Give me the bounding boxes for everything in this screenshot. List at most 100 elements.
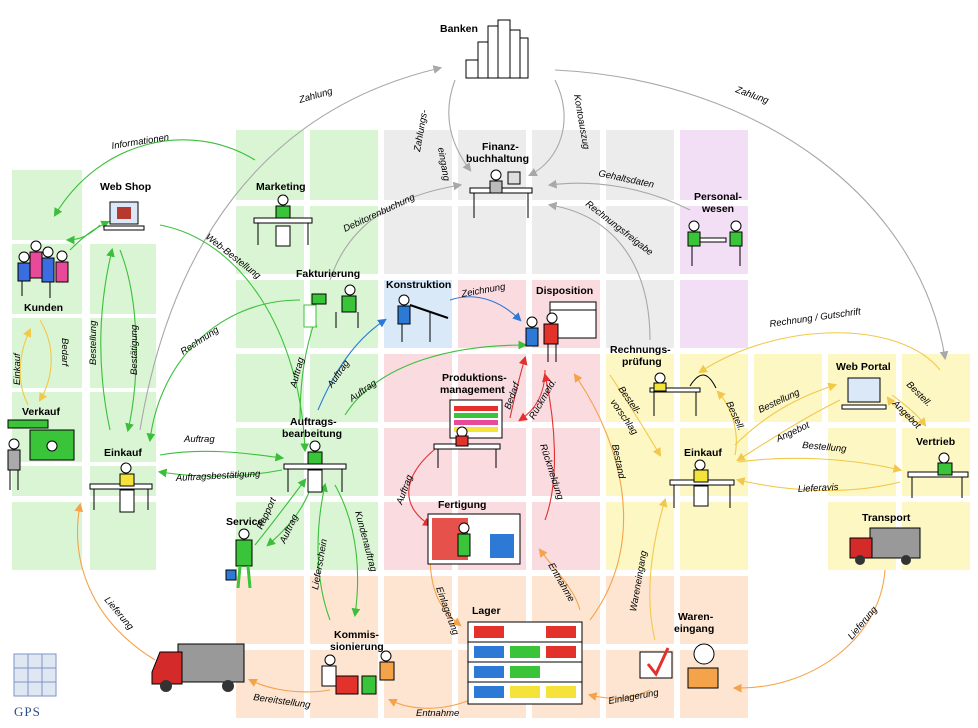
label-zahlung-right: Zahlung: [733, 84, 771, 107]
arrow-zahlung-right: [554, 69, 949, 361]
arrow-zahlungseingang: [448, 79, 472, 172]
picking-cart-icon: [321, 650, 395, 695]
web-shop-monitor-icon: [103, 201, 145, 231]
label-konstruktion: Konstruktion: [386, 279, 451, 291]
arrow-kundenauftrag: [334, 484, 361, 618]
label-bedarf-left: Bedarf: [59, 338, 70, 367]
arrow-wareneingang: [649, 497, 668, 641]
gps-logo-icon: [13, 653, 57, 697]
arrow-kunden-einkauf: [38, 319, 52, 402]
label-produktion-1: Produktions-: [442, 372, 507, 384]
label-lieferung-left: Lieferung: [102, 595, 136, 633]
disposition-calendar-icon: [525, 301, 597, 362]
label-einkauf-right: Einkauf: [684, 447, 722, 459]
invoice-check-desk-icon: [649, 372, 717, 416]
arrow-bestell-right: [716, 390, 737, 456]
hr-meeting-icon: [687, 220, 743, 266]
label-web-shop: Web Shop: [100, 181, 151, 193]
purchasing-desk-icon: [89, 462, 153, 513]
arrow-bedarf-mid: [509, 355, 528, 419]
arrow-rechnungsfreigabe: [547, 201, 651, 341]
label-rechnungs-2: prüfung: [622, 356, 662, 368]
label-kommis-2: sionierung: [330, 641, 384, 653]
label-auftrags-1: Auftrags-: [290, 416, 337, 428]
arrow-bestellung-left: [100, 247, 115, 431]
label-produktion-2: management: [440, 384, 505, 396]
node-labels: Banken Finanz- buchhaltung Web Shop Mark…: [22, 23, 955, 653]
label-personal-1: Personal-: [694, 191, 742, 203]
arrow-auftrag-fak: [299, 317, 318, 421]
goods-receipt-icon: [639, 643, 719, 689]
arrow-gehaltsdaten: [547, 179, 691, 211]
icons: GPS: [7, 19, 969, 719]
bank-building-icon: [465, 19, 529, 79]
manufacturing-machine-icon: [427, 513, 521, 565]
label-lieferavis: Lieferavis: [798, 482, 839, 495]
production-mgmt-screen-icon: [433, 399, 503, 468]
label-disposition: Disposition: [536, 285, 593, 297]
arrow-zeichnung: [449, 296, 522, 322]
label-bestellung-left: Bestellung: [88, 320, 99, 365]
arrow-entnahme-fert: [538, 548, 581, 611]
customers-group-icon: [17, 240, 69, 298]
arrow-zahlung-left: [139, 65, 443, 431]
label-einkauf: Einkauf: [12, 352, 23, 385]
invoicing-desk-icon: [303, 284, 359, 328]
label-service: Service: [226, 516, 264, 528]
arrow-lieferung-left: [74, 502, 156, 661]
delivery-truck-icon: [151, 643, 245, 692]
service-technician-icon: [225, 528, 253, 589]
arrow-angebot-portal: [736, 399, 841, 462]
arrow-debitorenbuchung: [329, 181, 463, 281]
web-portal-monitor-icon: [841, 377, 887, 410]
design-drafting-board-icon: [397, 294, 449, 342]
arrow-auftrag-ein: [159, 450, 285, 462]
arrow-auftrag-disp: [344, 340, 528, 416]
label-zahlung-left: Zahlung: [297, 86, 335, 107]
arrow-entnahme-bottom: [388, 699, 471, 709]
arrow-auftragsbestaetigung: [157, 468, 283, 478]
sales-counter-icon: [7, 419, 75, 490]
purchasing-desk-right-icon: [669, 459, 735, 508]
label-bestaetigung: Bestätigung: [129, 324, 140, 375]
label-waren-2: eingang: [674, 623, 714, 635]
label-fakturierung: Fakturierung: [296, 268, 360, 280]
arrow-angebot-vert: [886, 396, 921, 426]
label-marketing: Marketing: [256, 181, 306, 193]
sales-desk-icon: [907, 452, 969, 498]
label-entnahme-bottom: Entnahme: [416, 708, 459, 719]
arrow-bereitstellung: [248, 679, 331, 693]
label-personal-2: wesen: [701, 203, 734, 215]
label-auftragsbestaetigung: Auftragsbestätigung: [175, 469, 262, 484]
gps-logo-text: GPS: [14, 704, 41, 719]
label-banken: Banken: [440, 23, 478, 35]
arrow-rechnung: [146, 299, 301, 443]
label-web-portal: Web Portal: [836, 361, 891, 373]
arrow-bestellung-portal: [734, 382, 838, 446]
label-vertrieb: Vertrieb: [916, 436, 955, 448]
label-waren-1: Waren-: [678, 611, 714, 623]
label-rechnung: Rechnung: [179, 324, 222, 357]
label-fertigung: Fertigung: [438, 499, 486, 511]
arrow-verkauf-bedarf: [19, 328, 31, 406]
arrow-rechnung-gutschrift: [698, 332, 941, 374]
arrow-auftrag-serv: [266, 489, 311, 547]
arrow-bestellung-vertrieb: [737, 457, 903, 473]
arrow-lieferavis: [735, 477, 901, 492]
label-lieferung-right: Lieferung: [846, 604, 880, 642]
arrow-rueckmeldung: [542, 372, 556, 521]
label-finanz-1: Finanz-: [482, 141, 519, 153]
order-processing-desk-icon: [283, 440, 347, 493]
label-rechnungs-1: Rechnungs-: [610, 344, 671, 356]
arrows: [19, 65, 949, 709]
warehouse-shelves-icon: [467, 621, 583, 705]
label-informationen: Informationen: [111, 132, 170, 152]
arrow-auftrag-kon: [317, 318, 387, 411]
label-bestellung-vertrieb: Bestellung: [802, 440, 848, 455]
label-verkauf: Verkauf: [22, 406, 60, 418]
arrow-einlagerung-mid: [429, 554, 462, 627]
label-kommis-1: Kommis-: [334, 629, 379, 641]
arrow-rapport: [254, 478, 307, 546]
arrow-bestellvorschlag: [609, 374, 662, 457]
